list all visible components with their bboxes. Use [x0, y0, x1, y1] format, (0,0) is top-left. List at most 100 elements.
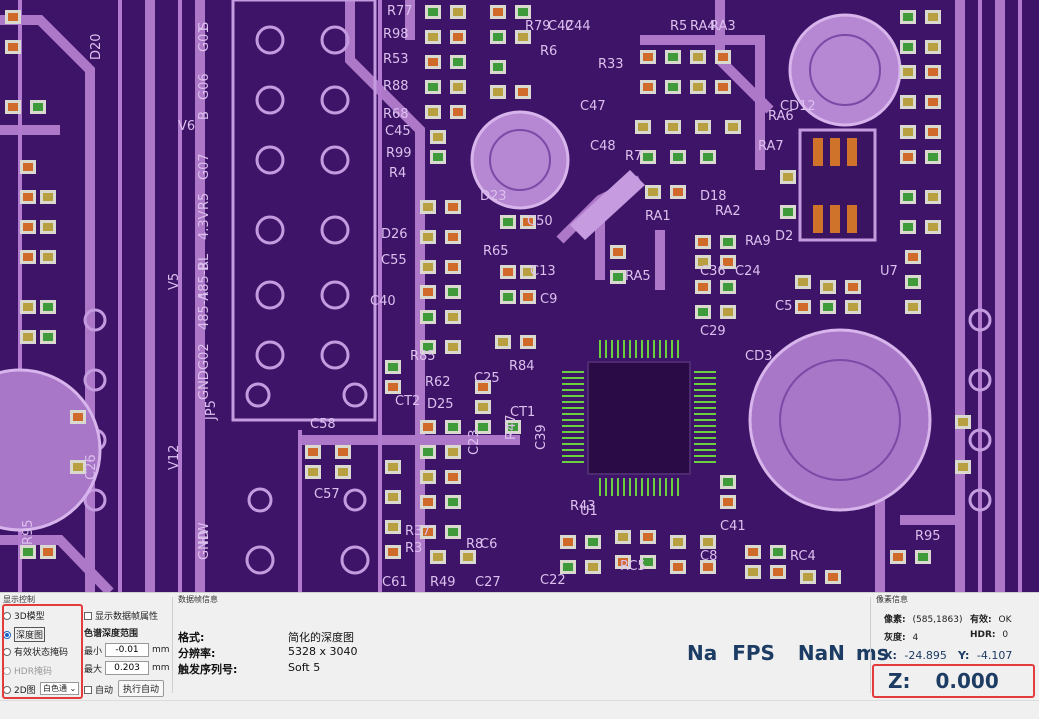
- pcb-silkscreen-label: C45: [385, 124, 411, 139]
- pcb-silkscreen-label: V6: [178, 119, 195, 134]
- pcb-silkscreen-label: R95: [21, 519, 36, 545]
- status-bar: [0, 700, 1039, 719]
- radio-label: 3D模型: [14, 612, 45, 622]
- radio-label: 有效状态掩码: [14, 648, 69, 658]
- pcb-silkscreen-label: D20: [89, 33, 104, 60]
- pcb-silkscreen-label: CD12: [780, 99, 816, 114]
- pcb-silkscreen-label: R49: [430, 575, 456, 590]
- pcb-silkscreen-label: R53: [383, 52, 409, 67]
- pcb-depth-map: R77R98R53R88R68C45R99R4D26C55C40R85R62CT…: [0, 0, 1022, 592]
- pcb-silkscreen-label: C13: [530, 264, 556, 279]
- pcb-silkscreen-label: R47: [504, 414, 519, 440]
- show-frame-attr-checkbox[interactable]: 显示数据帧属性: [84, 609, 158, 622]
- divider: [172, 597, 173, 693]
- pcb-silkscreen-label: C36: [700, 264, 726, 279]
- pcb-silkscreen-label: RA3: [710, 19, 736, 34]
- z-value-highlight: Z: 0.000: [872, 664, 1035, 698]
- pcb-silkscreen-label: R98: [383, 27, 409, 42]
- max-depth-input[interactable]: [105, 661, 150, 675]
- performance-readout: Na FPS NaN ms: [687, 641, 889, 665]
- display-mode-highlight: [2, 604, 83, 699]
- ms-unit: ms: [855, 641, 889, 665]
- pcb-silkscreen-label: 485-B: [197, 262, 212, 300]
- pcb-silkscreen-label: C57: [314, 487, 340, 502]
- pcb-silkscreen-label: G01: [197, 25, 212, 52]
- pcb-silkscreen-label: R95: [915, 529, 941, 544]
- valid-value: OK: [998, 615, 1012, 625]
- auto-checkbox[interactable]: 自动: [84, 683, 113, 696]
- pcb-silkscreen-label: R84: [509, 359, 535, 374]
- min-depth-input[interactable]: [105, 643, 150, 657]
- gray-value: 4: [912, 633, 919, 643]
- pcb-silkscreen-label: C58: [310, 417, 336, 432]
- divider: [870, 597, 871, 693]
- pcb-silkscreen-label: C9: [540, 292, 557, 307]
- pixel-hdr: HDR: 0: [970, 630, 1008, 640]
- y-label: Y:: [958, 649, 970, 662]
- valid-label: 有效:: [970, 615, 992, 625]
- pixel-value: (585,1863): [912, 615, 963, 625]
- pcb-silkscreen-label: RC5: [620, 559, 646, 574]
- radio-label: 2D图: [14, 686, 36, 696]
- pcb-silkscreen-label: R33: [598, 57, 624, 72]
- pcb-silkscreen-label: R7: [625, 149, 642, 164]
- exec-auto-button[interactable]: 执行自动: [118, 680, 165, 697]
- min-label: 最小: [84, 646, 103, 657]
- checkbox-box: [84, 611, 92, 620]
- z-label: Z:: [888, 669, 911, 693]
- max-depth-field: 最大 mm: [84, 661, 170, 675]
- pcb-silkscreen-label: R88: [383, 79, 409, 94]
- pcb-silkscreen-label: C24: [735, 264, 761, 279]
- pcb-silkscreen-label: C48: [590, 139, 616, 154]
- pcb-silkscreen-label: C26: [84, 454, 99, 480]
- pcb-silkscreen-label: RA4: [690, 19, 716, 34]
- pcb-silkscreen-label: R62: [425, 375, 451, 390]
- x-value: -24.895: [904, 649, 947, 662]
- pcb-silkscreen-label: CD3: [745, 349, 772, 364]
- pcb-silkscreen-label: R6: [540, 44, 557, 59]
- unit-label: mm: [152, 645, 170, 655]
- pcb-silkscreen-label: V12: [167, 445, 182, 470]
- pcb-silkscreen-label: C42: [548, 19, 574, 34]
- pcb-silkscreen-label: R65: [483, 244, 509, 259]
- row-key: 触发序列号:: [178, 663, 238, 676]
- color-mode-select[interactable]: 白色通 ⌄: [40, 682, 80, 695]
- pcb-silkscreen-label: CT1: [510, 405, 535, 420]
- fps-value: Na: [687, 641, 718, 665]
- pcb-silkscreen-label: B: [197, 111, 212, 120]
- pcb-silkscreen-label: RA5: [625, 269, 651, 284]
- hdr-label: HDR:: [970, 630, 996, 640]
- coord-z: Z: 0.000: [888, 669, 999, 693]
- pcb-silkscreen-label: R77: [387, 4, 413, 19]
- pcb-silkscreen-label: R85: [410, 349, 436, 364]
- pcb-silkscreen-label: C39: [534, 424, 549, 450]
- pcb-silkscreen-label: U1: [580, 504, 598, 519]
- radio-label: 深度图: [14, 627, 46, 642]
- pcb-silkscreen-label: RA1: [645, 209, 671, 224]
- pcb-silkscreen-label: D23: [480, 189, 507, 204]
- pixel-valid: 有效: OK: [970, 612, 1011, 625]
- x-label: X:: [884, 649, 897, 662]
- pcb-silkscreen-label: C22: [540, 573, 566, 588]
- pcb-silkscreen-label: G06: [197, 73, 212, 100]
- pcb-silkscreen-label: C47: [580, 99, 606, 114]
- unit-label: mm: [152, 663, 170, 673]
- pcb-silkscreen-label: R79: [525, 19, 551, 34]
- y-value: -4.107: [976, 649, 1013, 662]
- pcb-silkscreen-label: C8: [700, 549, 717, 564]
- fps-unit: FPS: [732, 641, 775, 665]
- pcb-silkscreen-label: GND: [197, 530, 212, 560]
- pcb-silkscreen-label: R5: [197, 193, 212, 210]
- pcb-silkscreen-label: RA2: [715, 204, 741, 219]
- pcb-silkscreen-label: C41: [720, 519, 746, 534]
- pcb-silkscreen-label: C40: [370, 294, 396, 309]
- pcb-silkscreen-label: JP5: [204, 400, 219, 421]
- checkbox-label: 显示数据帧属性: [95, 612, 159, 622]
- ms-value: NaN: [797, 641, 845, 665]
- pixel-coord: 像素: (585,1863): [884, 612, 962, 625]
- coord-y: Y: -4.107: [958, 649, 1012, 662]
- pcb-silkscreen-label: C5: [775, 299, 792, 314]
- pcb-silkscreen-label: U7: [880, 264, 898, 279]
- row-value: 简化的深度图: [288, 631, 354, 644]
